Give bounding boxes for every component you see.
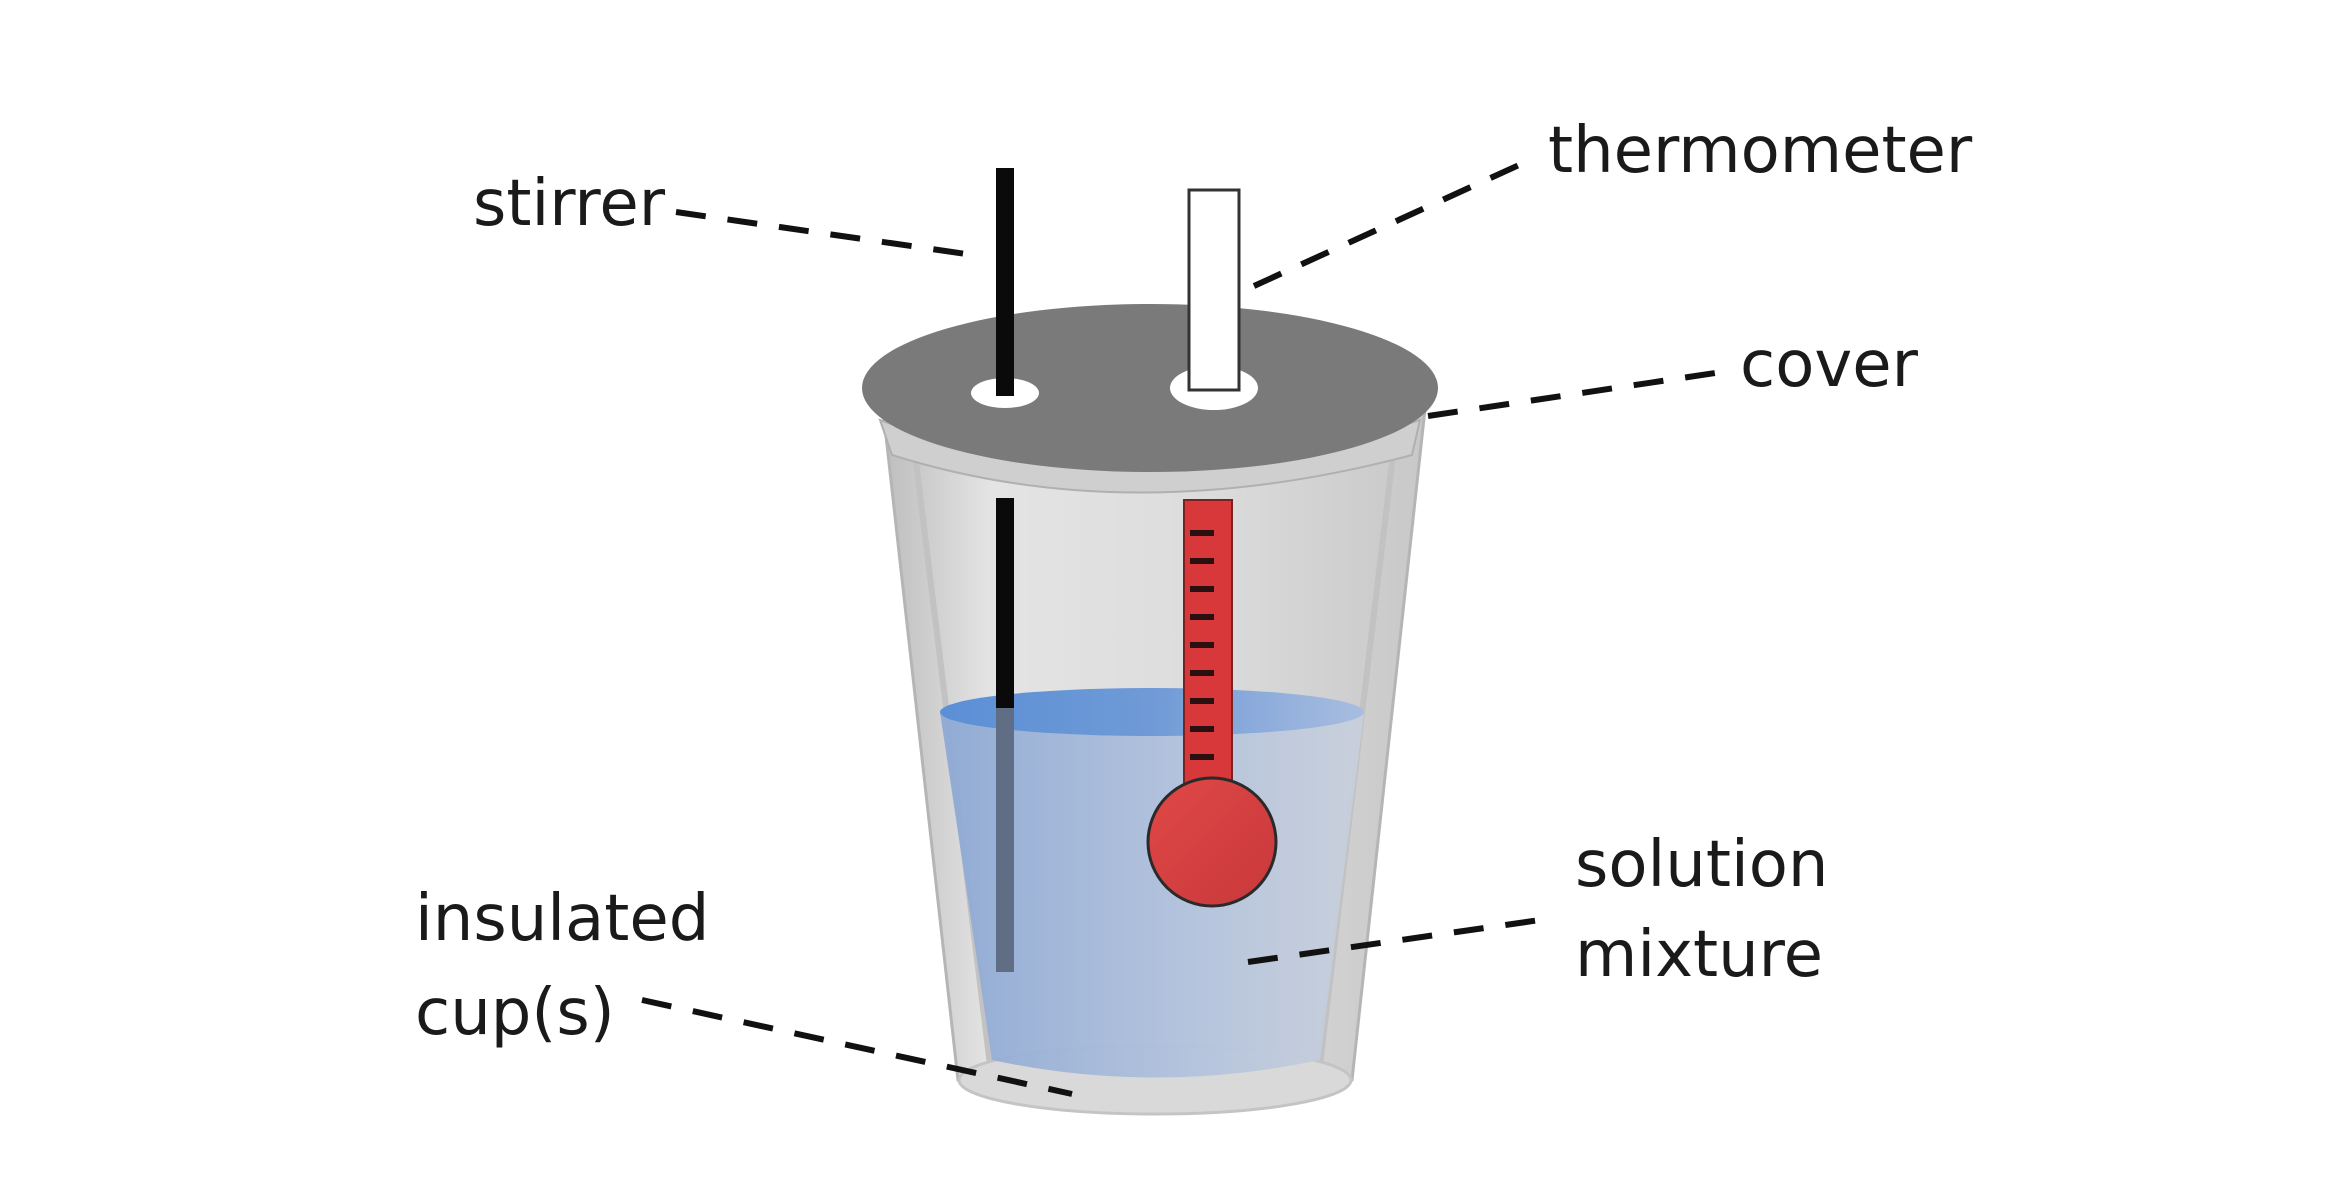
thermometer-tick (1190, 586, 1214, 592)
cover-leader (1427, 369, 1723, 419)
stirrer-rod-upper (996, 498, 1014, 710)
thermometer-tick (1190, 558, 1214, 564)
thermometer-tick (1190, 670, 1214, 676)
solution-label-line2: mixture (1575, 918, 1823, 992)
cup-leader (641, 997, 1073, 1097)
thermometer-label: thermometer (1548, 114, 1973, 188)
thermometer-inner (1146, 499, 1278, 908)
thermometer-tick (1190, 642, 1214, 648)
cover-top (862, 304, 1438, 472)
thermometer-tick (1190, 698, 1214, 704)
thermometer-tick (1190, 754, 1214, 760)
thermometer-scale (1190, 530, 1214, 760)
solution-label-line1: solution (1575, 828, 1828, 902)
thermometer-top (1187, 188, 1241, 392)
stirrer-leader (675, 209, 981, 259)
thermometer-tick (1190, 530, 1214, 536)
thermometer-tick (1190, 726, 1214, 732)
cover (862, 304, 1438, 494)
stirrer-rod-submerged (996, 708, 1014, 972)
thermometer-tick (1190, 614, 1214, 620)
stirrer-rod-top (996, 168, 1014, 396)
cover-label: cover (1740, 328, 1919, 402)
leader-lines (641, 157, 1723, 1097)
cup-label-line2: cup(s) (415, 976, 615, 1050)
thermometer-bulb (1146, 776, 1278, 908)
thermometer-leader (1252, 157, 1532, 289)
solution-surface (940, 688, 1364, 736)
stirrer-label: stirrer (473, 167, 666, 241)
cup-label-line1: insulated (415, 882, 709, 956)
